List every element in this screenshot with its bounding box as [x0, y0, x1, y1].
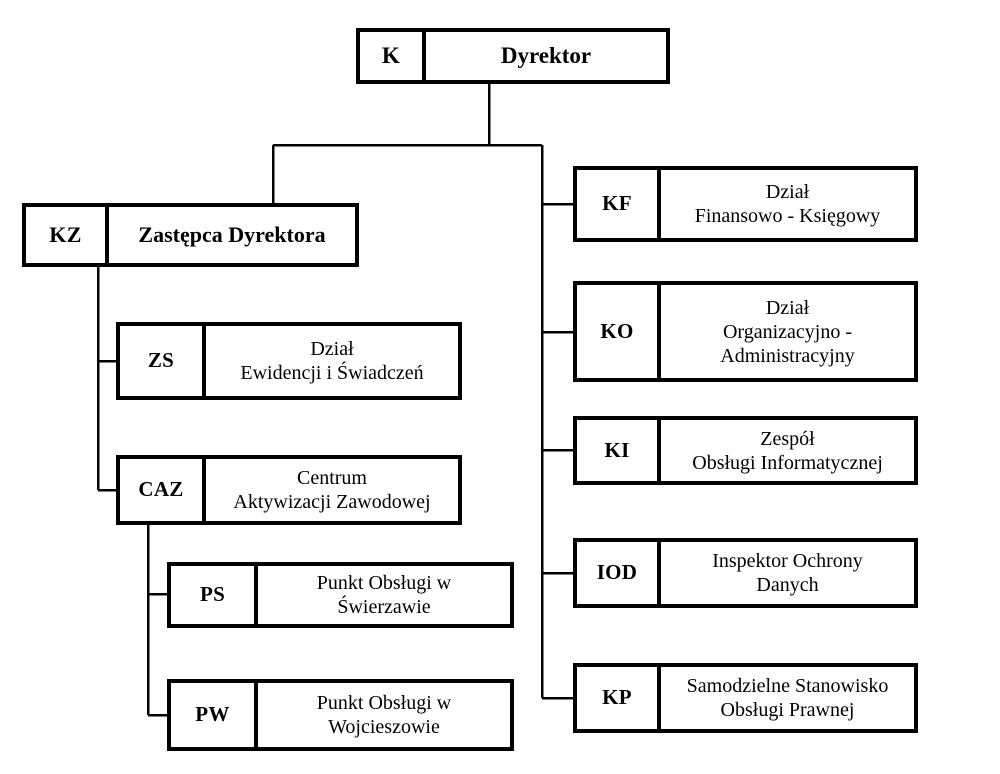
- node-zastepca-dyrektora-name: Zastępca Dyrektora: [138, 221, 326, 247]
- node-iod-name: Inspektor Ochrony Danych: [712, 550, 863, 596]
- node-zs[interactable]: ZS Dział Ewidencji i Świadczeń: [116, 322, 462, 400]
- node-pw-name: Punkt Obsługi w Wojcieszowie: [316, 692, 452, 738]
- node-ps-name: Punkt Obsługi w Świerzawie: [316, 572, 452, 618]
- node-ko[interactable]: KO Dział Organizacyjno - Administracyjny: [573, 281, 918, 382]
- node-kp[interactable]: KP Samodzielne Stanowisko Obsługi Prawne…: [573, 663, 918, 733]
- node-zs-name: Dział Ewidencji i Świadczeń: [240, 338, 424, 384]
- node-zs-code: ZS: [120, 326, 206, 396]
- node-caz[interactable]: CAZ Centrum Aktywizacji Zawodowej: [116, 455, 462, 525]
- node-caz-code: CAZ: [120, 459, 206, 521]
- node-dyrektor-name: Dyrektor: [500, 43, 592, 69]
- node-zastepca-dyrektora-code: KZ: [26, 207, 109, 263]
- node-ps[interactable]: PS Punkt Obsługi w Świerzawie: [167, 562, 514, 628]
- node-ps-code: PS: [171, 566, 258, 624]
- node-iod-code: IOD: [577, 542, 661, 604]
- node-kf-name: Dział Finansowo - Księgowy: [694, 181, 881, 227]
- node-ki-name: Zespół Obsługi Informatycznej: [692, 427, 883, 474]
- node-dyrektor-code: K: [360, 32, 426, 80]
- node-ki-code: KI: [577, 420, 661, 481]
- node-ko-code: KO: [577, 285, 661, 378]
- node-pw-code: PW: [171, 683, 258, 747]
- node-kf-code: KF: [577, 170, 661, 238]
- node-ko-name: Dział Organizacyjno - Administracyjny: [720, 296, 855, 367]
- node-ki[interactable]: KI Zespół Obsługi Informatycznej: [573, 416, 918, 485]
- node-kp-code: KP: [577, 667, 661, 729]
- node-caz-name: Centrum Aktywizacji Zawodowej: [233, 467, 431, 513]
- node-zastepca-dyrektora[interactable]: KZ Zastępca Dyrektora: [22, 203, 359, 267]
- node-kf[interactable]: KF Dział Finansowo - Księgowy: [573, 166, 918, 242]
- node-iod[interactable]: IOD Inspektor Ochrony Danych: [573, 538, 918, 608]
- node-kp-name: Samodzielne Stanowisko Obsługi Prawnej: [686, 675, 889, 721]
- node-pw[interactable]: PW Punkt Obsługi w Wojcieszowie: [167, 679, 514, 751]
- node-dyrektor[interactable]: K Dyrektor: [356, 28, 670, 84]
